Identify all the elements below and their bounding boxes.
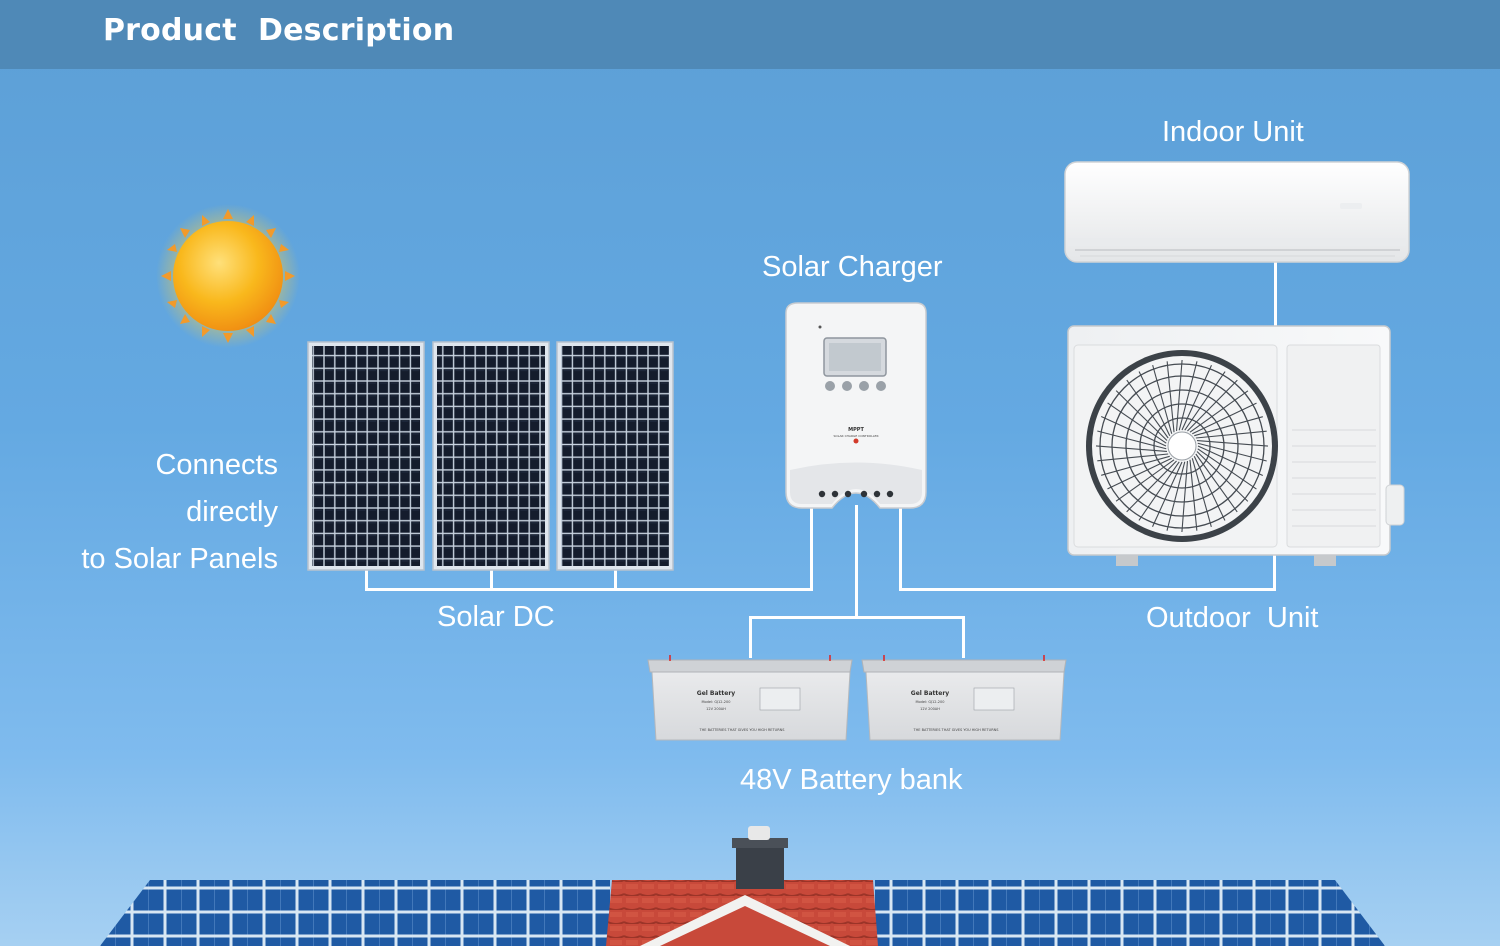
fan-spoke	[1115, 459, 1175, 502]
fan-spoke	[1115, 390, 1168, 441]
solar-panel-1-icon	[307, 341, 425, 571]
fan-spoke	[1195, 430, 1267, 439]
fan-spoke	[1189, 459, 1198, 531]
wire-charger-battery	[855, 505, 858, 618]
fan-spokes	[1095, 359, 1269, 533]
fan-spoke	[1126, 460, 1177, 513]
fan-spoke	[1095, 445, 1168, 453]
fan-spoke	[1138, 461, 1180, 521]
fan-spoke	[1126, 379, 1169, 439]
fan-spoke	[1184, 371, 1226, 431]
fan-spoke	[1101, 455, 1170, 476]
fan-spoke	[1187, 379, 1238, 432]
label-outdoor-unit: Outdoor Unit	[1146, 602, 1319, 634]
fan-spoke	[1196, 451, 1249, 502]
label-battery-bank: 48V Battery bank	[740, 764, 963, 796]
fan-spoke	[1181, 364, 1212, 431]
ac-indoor-unit-icon	[1064, 161, 1410, 263]
battery-2-footer: THE BATTERIES THAT GIVES YOU HIGH RETURN…	[913, 728, 1000, 732]
label-connects-line1: Connects	[155, 449, 278, 481]
fan-spoke	[1178, 361, 1198, 431]
battery-1-spec: 12V 200AH	[706, 707, 726, 711]
ac-outdoor-unit-icon	[1067, 325, 1405, 566]
battery-2-icon: Gel Battery Model: GJ12-200 12V 200AH TH…	[861, 655, 1067, 741]
wire-panel2-drop	[490, 568, 493, 590]
fan-spoke	[1107, 402, 1167, 444]
fan-spoke	[1152, 365, 1173, 434]
wire-charger-right	[899, 505, 902, 591]
wire-battery2-drop	[962, 616, 965, 658]
wire-panels-bus	[365, 588, 813, 591]
fan-spoke	[1100, 416, 1167, 447]
label-solar-dc: Solar DC	[437, 601, 555, 633]
fan-spoke	[1197, 442, 1267, 462]
battery-2-model: Model: GJ12-200	[916, 700, 945, 704]
charger-subtitle: SOLAR CHARGE CONTROLLER	[833, 434, 878, 438]
solar-panel-2-icon	[432, 341, 550, 571]
page-title: Product Description	[103, 13, 455, 48]
fan-spoke	[1138, 371, 1171, 436]
fan-spoke	[1192, 402, 1257, 435]
fan-spoke	[1197, 445, 1264, 476]
fan-spoke	[1181, 460, 1189, 533]
wire-charger-left	[810, 505, 813, 591]
battery-1-icon: Gel Battery Model: GJ12-200 12V 200AH TH…	[647, 655, 853, 741]
fan-spoke	[1197, 448, 1257, 490]
wire-outdoor-drop	[1273, 555, 1276, 591]
header-bar: Product Description	[0, 0, 1500, 69]
fan-spoke	[1196, 439, 1269, 447]
fan-spoke	[1166, 361, 1175, 433]
charge-controller-icon: MPPT SOLAR CHARGE CONTROLLER	[785, 302, 927, 509]
wire-battery-bus	[749, 616, 965, 619]
fan-spoke	[1194, 416, 1263, 437]
fan-spoke	[1195, 453, 1238, 513]
fan-spoke	[1107, 457, 1172, 490]
label-indoor-unit: Indoor Unit	[1162, 116, 1304, 148]
fan-spoke	[1097, 453, 1169, 462]
wire-indoor-outdoor	[1274, 262, 1277, 326]
battery-2-title: Gel Battery	[911, 690, 950, 697]
wire-panel1-drop	[365, 568, 368, 590]
solar-panel-3-icon	[556, 341, 674, 571]
house-roof-icon	[100, 826, 1385, 946]
wire-outdoor-bus	[899, 588, 1276, 591]
wire-panel3-drop	[614, 568, 617, 590]
fan-spoke	[1191, 458, 1212, 527]
fan-spoke	[1193, 456, 1226, 521]
battery-1-footer: THE BATTERIES THAT GIVES YOU HIGH RETURN…	[699, 728, 786, 732]
sun-icon	[156, 204, 300, 348]
fan-spoke	[1152, 461, 1183, 528]
fan-spoke	[1175, 359, 1183, 432]
label-connects-line3: to Solar Panels	[81, 543, 278, 575]
fan-spoke	[1189, 390, 1249, 433]
wire-battery1-drop	[749, 616, 752, 658]
label-connects-line2: directly	[186, 496, 278, 528]
fan-spoke	[1166, 461, 1186, 531]
label-solar-charger: Solar Charger	[762, 251, 943, 283]
battery-2-spec: 12V 200AH	[920, 707, 940, 711]
battery-1-model: Model: GJ12-200	[702, 700, 731, 704]
battery-1-title: Gel Battery	[697, 690, 736, 697]
charger-brand: MPPT	[848, 427, 864, 433]
fan-spoke	[1097, 430, 1167, 450]
